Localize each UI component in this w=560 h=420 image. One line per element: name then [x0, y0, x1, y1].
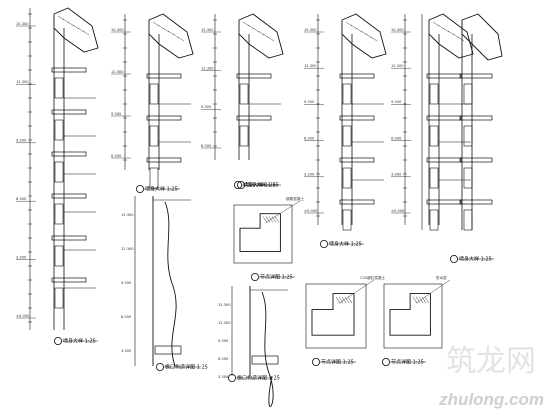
- drawing-label: 节点详图 1:25: [391, 359, 424, 366]
- drawing-label: 6.300: [121, 315, 132, 319]
- node-profile: [311, 293, 355, 336]
- cornice-profile: [53, 7, 99, 53]
- drawing-label: 3.300: [218, 375, 229, 379]
- drawing-label: 墙身大样 1:25: [63, 338, 96, 345]
- drawing-label: 15.300: [304, 28, 317, 32]
- drawing-label: 9.300: [304, 100, 315, 104]
- detail-marker: [311, 357, 320, 366]
- drawing-label: 6.300: [218, 357, 229, 361]
- wall-section: [421, 13, 503, 231]
- drawing-label: C20细石混凝土: [360, 275, 385, 280]
- drawing-label: 12.300: [201, 66, 214, 70]
- detail-marker: [449, 254, 458, 263]
- drawing-label: 9.300: [218, 339, 229, 343]
- drawing-label: 钢筋混凝土: [286, 196, 304, 201]
- drawing-label: 节点详图 1:25: [260, 274, 293, 281]
- drawing-label: 9.300: [391, 100, 402, 104]
- cornice-profile: [238, 13, 284, 59]
- drawing-label: 3.300: [391, 173, 402, 177]
- eave-detail: 15.300 12.300 9.300 6.300 3.300 檐口构造详图 1:25: [121, 196, 208, 371]
- drawing-label: 墙身大样 1:25: [329, 241, 362, 248]
- detail-marker: [233, 180, 242, 189]
- cornice-profile: [461, 13, 503, 61]
- cornice-profile: [148, 13, 194, 59]
- detail-marker: [227, 373, 236, 382]
- wall-section: 15.300 12.300 9.300 6.300 3.300 ±0.000 墙身大样 1:…: [391, 13, 494, 263]
- drawing-label: 15.300: [391, 28, 404, 32]
- wall-section: 15.300 12.300 9.300 6.300 墙身大样 1:25: [201, 13, 284, 189]
- drawing-label: 9.300: [16, 139, 27, 143]
- drawing-label: 15.300: [16, 22, 29, 26]
- wall-section: 15.300 12.300 9.300 6.300 墙身大样 1:25: [111, 13, 194, 193]
- wall-section: 15.300 12.300 9.300 6.300 3.300 ±0.000 墙身大样 1:…: [304, 13, 387, 248]
- detail-marker: [250, 272, 259, 281]
- drawing-label: 防水层: [436, 275, 447, 280]
- drawing-label: 15.300: [121, 213, 134, 217]
- drawing-label: 15.300: [111, 28, 124, 32]
- wall-section: 15.300 12.300 9.300 6.300 3.300 ±0.000 墙身大样 1:…: [16, 7, 99, 345]
- drawing-label: 墙身大样 1:25: [243, 182, 276, 189]
- drawing-label: 6.300: [201, 144, 212, 148]
- detail-marker: [319, 239, 328, 248]
- drawing-label: 12.300: [304, 64, 317, 68]
- detail-marker: [135, 184, 144, 193]
- drawing-label: 檐口构造详图 1:25: [237, 375, 280, 382]
- drawing-label: 3.300: [121, 349, 132, 353]
- drawing-label: 墙身大样 1:25: [145, 186, 178, 193]
- detail-marker: [155, 362, 164, 371]
- detail-marker: [381, 357, 390, 366]
- cornice-profile: [341, 13, 387, 59]
- drawing-label: ±0.000: [16, 314, 30, 318]
- drawing-label: 6.300: [391, 136, 402, 140]
- drawing-label: 3.300: [304, 173, 315, 177]
- cornice-profile: [428, 13, 474, 59]
- drawing-label: 12.300: [121, 247, 134, 251]
- drawing-label: 9.300: [121, 281, 132, 285]
- eave-profile: [152, 196, 177, 367]
- drawing-label: 3.300: [16, 255, 27, 259]
- drawing-label: 12.300: [218, 321, 231, 325]
- drawing-label: 12.300: [111, 70, 124, 74]
- drawing-label: 墙身大样 1:25: [459, 256, 492, 263]
- drawing-label: 6.300: [111, 154, 122, 158]
- drawing-label: 檐口构造详图 1:25: [165, 364, 208, 371]
- drawing-label: 9.300: [201, 105, 212, 109]
- eave-detail: 15.300 12.300 9.300 6.300 3.300 檐口构造详图 1:25: [218, 286, 288, 407]
- drawing-label: 12.300: [16, 80, 29, 84]
- detail-marker: [54, 336, 63, 345]
- watermark-text: zhulong.com: [439, 390, 544, 409]
- node-profile: [239, 213, 281, 252]
- node-profile: [389, 293, 431, 336]
- watermark-logo: 筑龙网: [446, 345, 536, 378]
- eave-profile: [249, 286, 274, 407]
- drawing-label: ±0.000: [391, 209, 405, 213]
- drawing-label: 9.300: [111, 112, 122, 116]
- drawing-label: 12.300: [391, 64, 404, 68]
- drawing-label: 节点详图 1:25: [321, 359, 354, 366]
- drawing-label: 15.300: [218, 303, 231, 307]
- drawing-label: 6.300: [304, 136, 315, 140]
- detail-drawings: 15.300 12.300 9.300 6.300 3.300 ±0.000 墙身大样 1:…: [16, 7, 503, 407]
- drawing-label: 15.300: [201, 28, 214, 32]
- drawing-label: ±0.000: [304, 209, 318, 213]
- drawing-label: 6.300: [16, 197, 27, 201]
